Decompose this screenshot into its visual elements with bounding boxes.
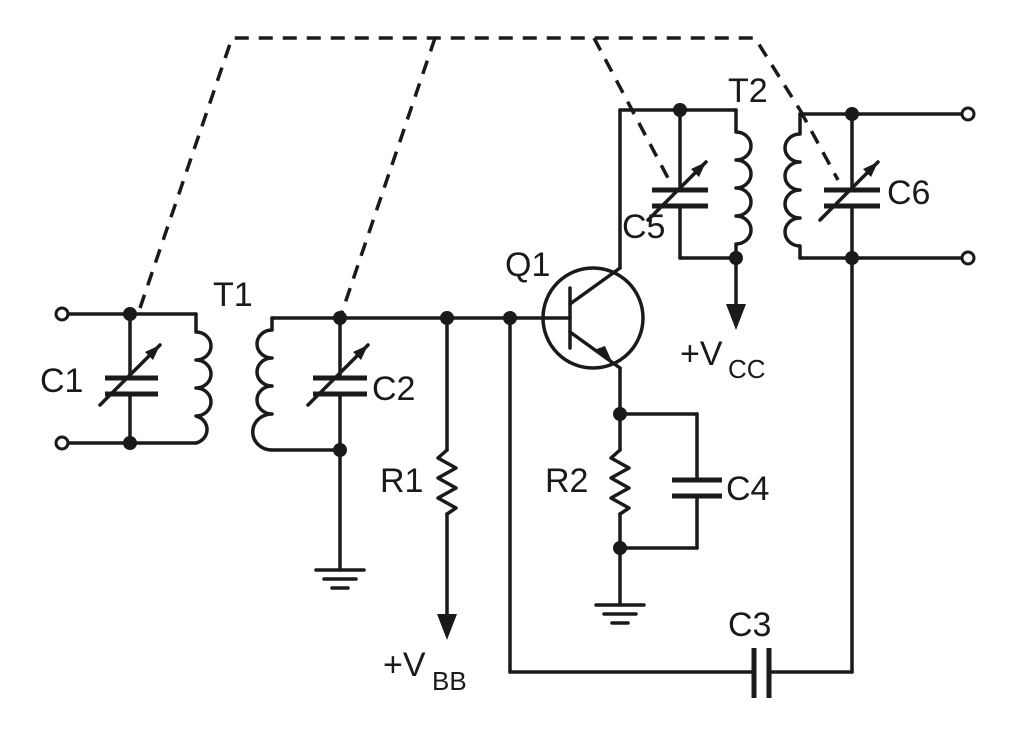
output-terminal-bottom xyxy=(960,250,976,266)
label-c6: C6 xyxy=(887,174,930,212)
label-vbb: +V BB xyxy=(383,646,467,696)
label-c4: C4 xyxy=(726,470,769,508)
svg-text:+V: +V xyxy=(383,646,426,684)
input-terminal-bottom xyxy=(54,435,70,451)
input-terminal-top xyxy=(54,306,70,322)
svg-text:CC: CC xyxy=(728,354,766,384)
resistor-r1 xyxy=(436,448,458,516)
output-terminal-top xyxy=(960,106,976,122)
svg-text:BB: BB xyxy=(432,666,467,696)
collector-tank-c5 xyxy=(618,103,753,330)
label-vcc: +V CC xyxy=(680,335,766,384)
label-q1: Q1 xyxy=(505,246,550,284)
gang-tuning-link xyxy=(138,36,840,319)
transistor-q1 xyxy=(541,108,645,414)
base-network xyxy=(338,311,854,698)
input-tank-c1 xyxy=(54,306,213,451)
label-c2: C2 xyxy=(372,370,415,408)
label-t1: T1 xyxy=(213,276,253,314)
label-c3: C3 xyxy=(728,606,771,644)
label-c1: C1 xyxy=(40,362,83,400)
resistor-r2 xyxy=(609,448,631,516)
label-r1: R1 xyxy=(380,462,423,500)
label-r2: R2 xyxy=(545,462,588,500)
ground-symbol-emitter xyxy=(594,603,646,625)
vbb-arrow xyxy=(437,614,457,640)
output-tank-c6 xyxy=(783,106,976,674)
tank-c2 xyxy=(251,311,370,590)
label-c5: C5 xyxy=(622,208,665,246)
vcc-arrow xyxy=(726,304,746,330)
emitter-network xyxy=(594,407,722,625)
svg-text:+V: +V xyxy=(680,335,723,373)
ground-symbol-c2 xyxy=(314,568,366,590)
label-t2: T2 xyxy=(728,72,768,110)
